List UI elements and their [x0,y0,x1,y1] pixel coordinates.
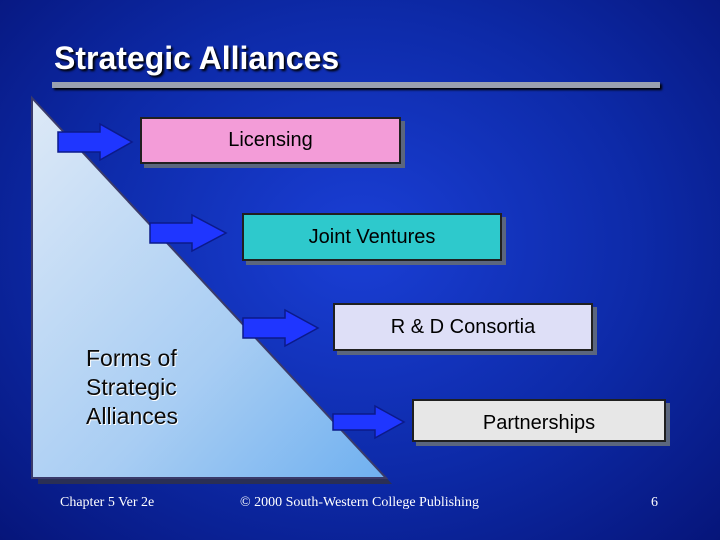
side-label-line: Strategic [86,374,177,400]
rd-consortia-box: R & D Consortia [333,303,593,351]
arrow-rd-consortia [242,308,320,348]
arrow-joint-ventures [149,213,228,253]
footer-chapter: Chapter 5 Ver 2e [60,495,155,510]
title-underline [52,82,660,88]
footer-page-number: 6 [651,495,658,510]
side-label-line: Forms of [86,345,177,371]
footer-copyright: © 2000 South-Western College Publishing [240,495,479,510]
arrow-licensing [57,122,134,162]
triangle-shape [31,95,389,479]
joint-ventures-box: Joint Ventures [242,213,502,261]
licensing-box: Licensing [140,117,401,164]
slide-title: Strategic Alliances [54,40,340,76]
forms-of-strategic-alliances-label: Forms of Strategic Alliances [86,344,216,431]
partnerships-box: Partnerships [412,399,666,442]
arrow-partnerships [332,404,406,440]
side-label-line: Alliances [86,403,179,429]
